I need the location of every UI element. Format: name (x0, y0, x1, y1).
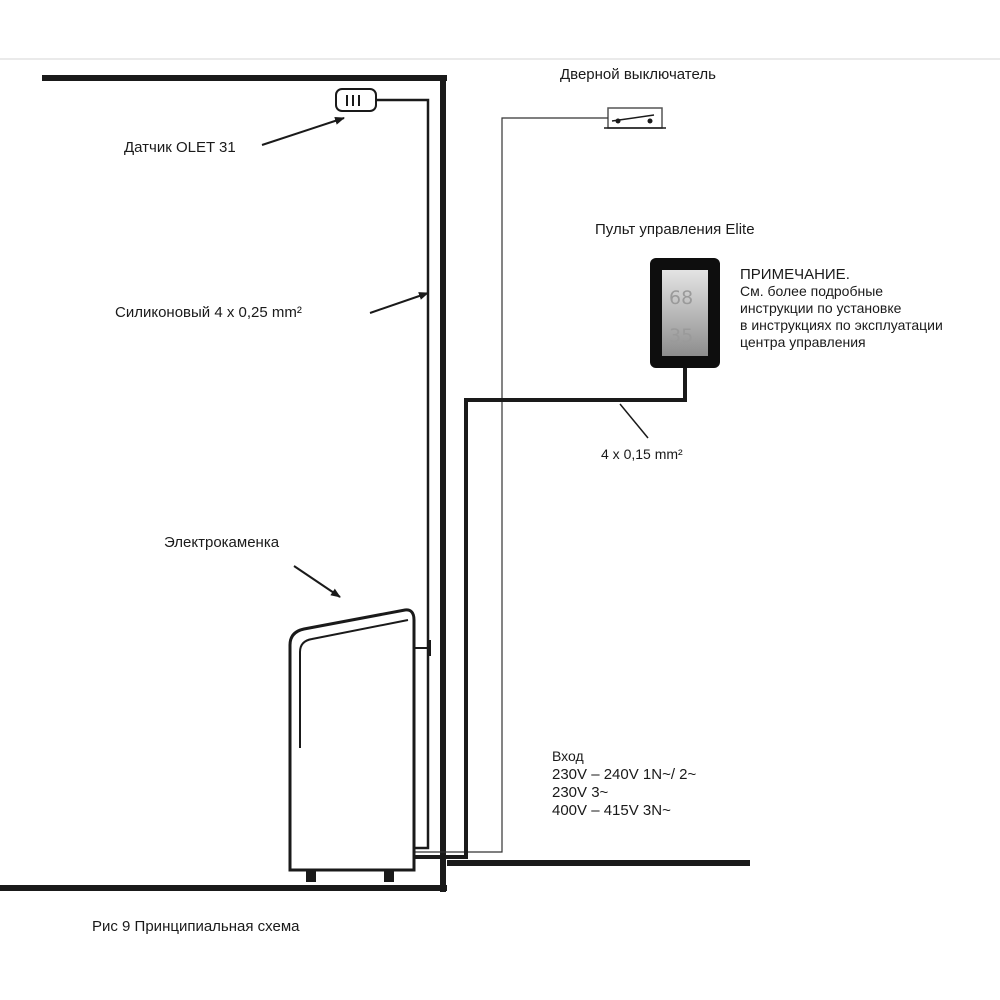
note-title: ПРИМЕЧАНИЕ. (740, 266, 850, 283)
power-input-line: 230V – 240V 1N~/ 2~ (552, 766, 697, 783)
sensor-label: Датчик OLET 31 (124, 139, 236, 156)
silicone-cable-label: Силиконовый 4 x 0,25 mm² (115, 304, 302, 321)
power-input-line: 230V 3~ (552, 784, 609, 801)
note-line: центра управления (740, 334, 866, 350)
power-input-line: 400V – 415V 3N~ (552, 802, 671, 819)
heater-label: Электрокаменка (164, 534, 280, 551)
silicone-cable-arrow (369, 292, 429, 314)
control-panel-label: Пульт управления Elite (595, 221, 755, 238)
power-input-title: Вход (552, 748, 584, 764)
sauna-walls (0, 75, 750, 892)
note-line: в инструкциях по эксплуатации (740, 317, 943, 333)
door-switch-label: Дверной выключатель (560, 66, 716, 83)
note-line: инструкции по установке (740, 300, 902, 316)
panel-cable-pointer (619, 403, 649, 439)
sensor-olet31 (335, 88, 377, 112)
installation-note: ПРИМЕЧАНИЕ. См. более подробные инструкц… (740, 266, 943, 351)
electric-heater (288, 608, 416, 882)
door-switch (604, 107, 666, 129)
figure-caption: Рис 9 Принципиальная схема (92, 918, 300, 935)
display-temp-bottom: 35 (669, 325, 693, 347)
heater-arrow (293, 565, 341, 598)
silicone-cable (376, 98, 430, 850)
power-input: Вход 230V – 240V 1N~/ 2~ 230V 3~ 400V – … (552, 746, 696, 820)
sensor-arrow (261, 117, 345, 146)
display-temp-top: 68 (669, 287, 693, 309)
note-line: См. более подробные (740, 283, 884, 299)
control-panel-elite: 68 35 (650, 258, 720, 368)
control-panel-cable (412, 368, 687, 859)
panel-cable-label: 4 x 0,15 mm² (601, 446, 683, 462)
door-switch-wire (412, 117, 608, 853)
